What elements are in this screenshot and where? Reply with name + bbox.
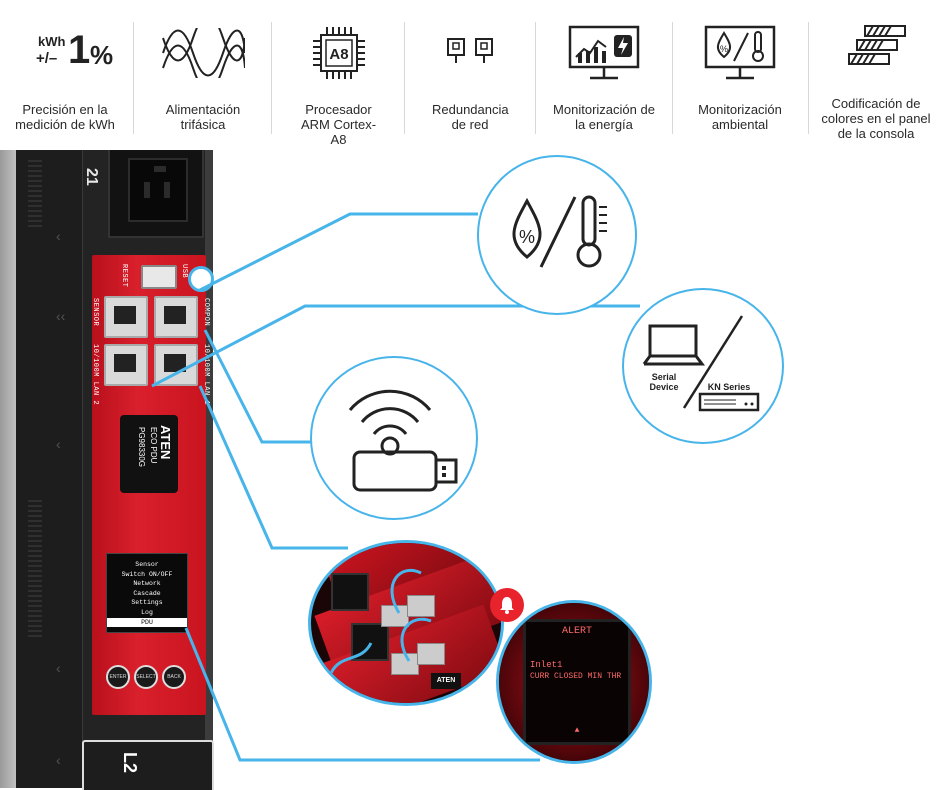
outlet-bank-l2: [82, 740, 214, 790]
compon-port[interactable]: [154, 296, 198, 338]
outlet-c19: [108, 150, 204, 238]
feature-label: Monitorización de la energía: [553, 102, 655, 132]
menu-item[interactable]: Switch ON/OFF: [121, 570, 173, 578]
feature-label: Alimentación trifásica: [165, 102, 241, 132]
menu-item[interactable]: Network: [133, 580, 161, 588]
usb-highlight-dot: [188, 266, 214, 292]
cpu-chip-icon: A8: [276, 18, 401, 88]
feature-three-phase: Alimentación trifásica: [138, 0, 268, 150]
serial-device-label: Serial Device: [649, 372, 679, 392]
brand-plate: ATEN ECO PDU PG98330G: [120, 415, 178, 493]
svg-text:%: %: [519, 227, 535, 247]
humidity-temperature-icon: %: [512, 195, 607, 268]
pdu-side-panel: [16, 150, 82, 788]
menu-item-selected[interactable]: PDU: [107, 617, 187, 628]
menu-item[interactable]: Settings: [131, 599, 163, 607]
alert-lcd: ALERT Inlet1 CURR CLOSED MIN THR ▲: [523, 619, 631, 745]
feature-color-coding: Codificación de colores en el panel de l…: [812, 0, 940, 150]
environment-monitor-icon: %: [676, 18, 804, 88]
menu-item[interactable]: Log: [141, 608, 153, 616]
lcd-menu-screen: Sensor Switch ON/OFF Network Cascade Set…: [106, 553, 188, 633]
menu-item[interactable]: Sensor: [135, 561, 159, 568]
select-button[interactable]: SELECT: [134, 665, 158, 689]
environment-sensor-callout: %: [477, 155, 637, 315]
laptop-keyboard-icon: [642, 315, 760, 412]
feature-processor: A8 Procesador ARM Cortex-A8: [276, 0, 401, 150]
feature-label: Redundancia de red: [432, 102, 509, 132]
alert-screen-callout: ALERT Inlet1 CURR CLOSED MIN THR ▲: [496, 600, 652, 764]
feature-energy-monitoring: Monitorización de la energía: [540, 0, 668, 150]
kwh-accuracy-icon: kWh +/– 1 %: [36, 28, 114, 72]
wifi-usb-dongle-icon: [348, 389, 458, 492]
control-buttons: ENTER SELECT BACK: [106, 665, 186, 689]
serial-device-callout: Serial Device KN Series: [622, 288, 784, 444]
usb-port[interactable]: [141, 265, 177, 289]
alert-title: ALERT: [561, 626, 592, 637]
feature-label: Procesador ARM Cortex-A8: [300, 102, 377, 147]
feature-network-redundancy: Redundancia de red: [410, 0, 530, 150]
pdu-edge: [205, 150, 213, 788]
cascade-pdus-photo: ATEN: [308, 540, 504, 706]
feature-label: Codificación de colores en el panel de l…: [821, 96, 931, 141]
color-coding-icon: [812, 10, 940, 80]
energy-monitor-icon: [540, 18, 668, 88]
wifi-dongle-callout: [310, 356, 478, 520]
alert-line-2: CURR CLOSED MIN THR: [530, 672, 622, 681]
kn-series-label: KN Series: [707, 382, 751, 392]
svg-text:%: %: [720, 44, 728, 54]
feature-environment-monitoring: % Monitorización ambiental: [676, 0, 804, 150]
back-button[interactable]: BACK: [162, 665, 186, 689]
network-redundancy-icon: [410, 18, 530, 88]
menu-item[interactable]: Cascade: [133, 589, 161, 597]
lan2-port[interactable]: [104, 344, 148, 386]
alert-line-1: Inlet1: [530, 660, 563, 670]
three-phase-icon: [138, 18, 268, 88]
sensor-port[interactable]: [104, 296, 148, 338]
enter-button[interactable]: ENTER: [106, 665, 130, 689]
feature-label: Precisión en la medición de kWh: [15, 102, 115, 132]
feature-label: Monitorización ambiental: [698, 102, 782, 132]
svg-text:A8: A8: [329, 46, 348, 63]
feature-kwh-accuracy: kWh +/– 1 % Precisión en la medición de …: [0, 0, 130, 150]
alert-footer-arrow: ▲: [574, 726, 580, 735]
